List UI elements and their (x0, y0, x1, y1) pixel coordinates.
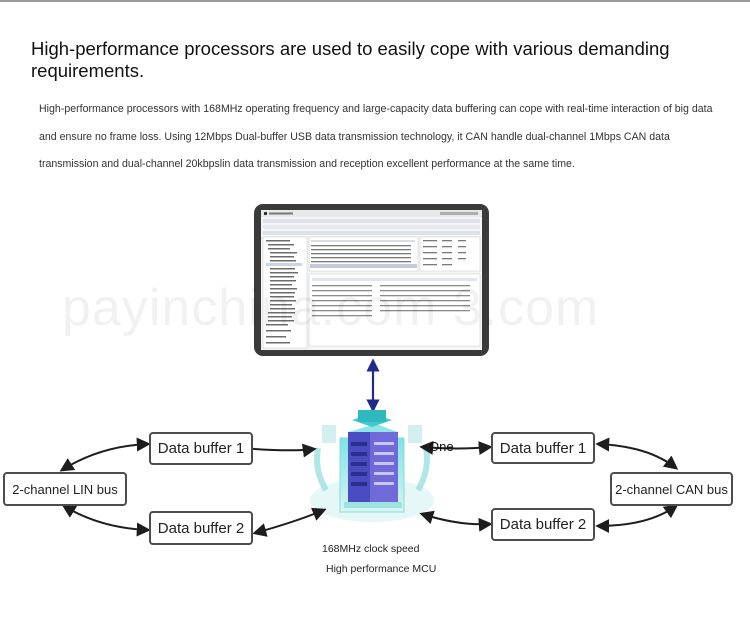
can-buffer1-arrow (595, 437, 679, 470)
mcu-illustration (310, 410, 434, 522)
left-data-buffer-2: Data buffer 2 (149, 511, 253, 545)
page-heading: High-performance processors are used to … (31, 38, 670, 81)
can-bus-box: 2-channel CAN bus (610, 472, 733, 506)
left-data-buffer-1: Data buffer 1 (149, 432, 253, 465)
watermark-text: payinchina.com 3.com (62, 279, 600, 337)
tablet-device (254, 204, 489, 356)
page-description: High-performance processors with 168MHz … (39, 103, 713, 170)
lin-bus-box: 2-channel LIN bus (3, 472, 127, 506)
left-buffer2-mcu-arrow (252, 507, 327, 537)
right-data-buffer-2: Data buffer 2 (491, 508, 595, 541)
lin-buffer1-arrow (59, 437, 151, 472)
lin-buffer2-arrow (61, 504, 151, 537)
one-label: One (429, 439, 454, 454)
mcu-clock-speed-caption: 168MHz clock speed (322, 543, 420, 555)
can-buffer2-arrow (595, 504, 679, 533)
top-border-line (0, 0, 750, 2)
mcu-right-buffer1-arrow (419, 440, 493, 456)
mcu-caption: High performance MCU (326, 563, 437, 575)
mcu-right-buffer2-arrow (419, 510, 493, 532)
right-data-buffer-1: Data buffer 1 (491, 432, 595, 464)
